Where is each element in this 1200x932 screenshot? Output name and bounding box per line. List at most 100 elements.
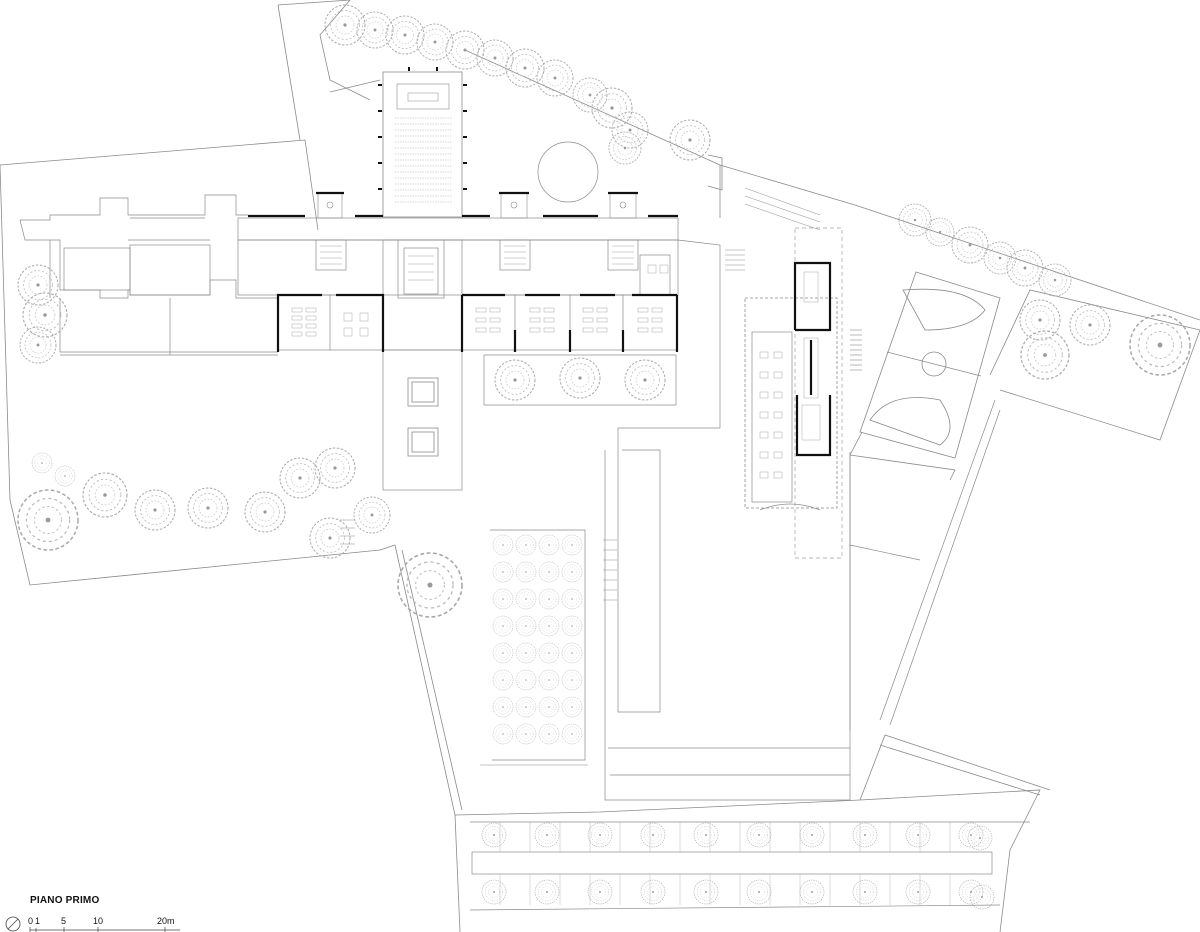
tree-icon (354, 497, 390, 533)
tree-icon (539, 589, 559, 609)
tree-icon (1020, 300, 1060, 340)
drawing-title: PIANO PRIMO (30, 895, 100, 906)
tree-icon (516, 670, 536, 690)
tree-icon (493, 589, 513, 609)
tree-icon (516, 616, 536, 636)
tree-icon (535, 823, 559, 847)
tree-icon (493, 643, 513, 663)
tree-icon (899, 204, 931, 236)
tree-icon (539, 535, 559, 555)
tree-icon (539, 670, 559, 690)
tree-icon (670, 120, 710, 160)
scale-label-10: 10 (93, 916, 104, 926)
tree-icon (446, 31, 484, 69)
tree-icon (18, 265, 58, 305)
tree-icon (23, 293, 67, 337)
tree-icon (32, 453, 52, 473)
tree-icon (83, 473, 127, 517)
tree-icon (18, 490, 78, 550)
tree-icon (641, 823, 665, 847)
tree-icon (573, 78, 607, 112)
tree-icon (562, 643, 582, 663)
tree-icon (562, 724, 582, 744)
scale-label-5: 5 (61, 916, 67, 926)
tree-icon (1007, 250, 1043, 286)
tree-icon (493, 562, 513, 582)
tree-icon (539, 562, 559, 582)
trees (18, 5, 1190, 909)
tree-icon (906, 880, 930, 904)
tree-icon (310, 518, 350, 558)
tree-icon (694, 823, 718, 847)
tree-icon (493, 535, 513, 555)
tree-icon (482, 823, 506, 847)
tree-icon (747, 880, 771, 904)
tree-icon (493, 697, 513, 717)
tree-icon (560, 358, 600, 398)
tree-icon (516, 589, 536, 609)
tree-icon (493, 670, 513, 690)
scale-bar (29, 927, 180, 932)
tree-icon (516, 535, 536, 555)
tree-icon (516, 562, 536, 582)
tree-icon (55, 466, 75, 486)
tree-icon (562, 697, 582, 717)
tree-icon (588, 880, 612, 904)
tree-icon (1130, 315, 1190, 375)
tree-icon (562, 589, 582, 609)
tree-icon (516, 697, 536, 717)
auditorium (378, 67, 599, 218)
scale-label-0: 0 (28, 916, 34, 926)
tree-icon (539, 643, 559, 663)
tree-icon (1070, 305, 1110, 345)
tree-icon (516, 724, 536, 744)
tree-icon (800, 880, 824, 904)
east-path (849, 399, 1001, 730)
tree-icon (477, 40, 513, 76)
tree-icon (906, 823, 930, 847)
tree-icon (315, 448, 355, 488)
tree-icon (539, 724, 559, 744)
tree-icon (592, 88, 632, 128)
existing-west-building (19, 194, 278, 356)
tree-icon (625, 360, 665, 400)
tree-icon (135, 490, 175, 530)
tree-icon (609, 132, 641, 164)
tree-icon (926, 218, 954, 246)
tree-icon (968, 826, 992, 850)
tree-icon (506, 49, 544, 87)
tree-icon (539, 616, 559, 636)
parking-area (469, 821, 1030, 911)
tree-icon (562, 670, 582, 690)
tree-icon (417, 24, 453, 60)
scale-label-1: 1 (35, 916, 41, 926)
tree-icon (20, 327, 56, 363)
tree-icon (952, 227, 988, 263)
orchard (480, 529, 588, 766)
scale-label-20m: 20m (157, 916, 175, 926)
north-arrow-icon (5, 916, 21, 932)
tree-icon (493, 724, 513, 744)
tree-icon (959, 880, 983, 904)
basketball-court (849, 271, 1001, 481)
tree-icon (562, 562, 582, 582)
tree-icon (495, 360, 535, 400)
stairs (340, 187, 821, 601)
tree-icon (984, 242, 1016, 274)
tree-icon (747, 823, 771, 847)
tree-icon (516, 643, 536, 663)
tree-icon (853, 880, 877, 904)
tree-icon (562, 616, 582, 636)
tree-icon (1021, 331, 1069, 379)
gym-building (744, 227, 862, 559)
tree-icon (588, 823, 612, 847)
tree-icon (694, 880, 718, 904)
tree-icon (1039, 264, 1071, 296)
tree-icon (493, 616, 513, 636)
tree-icon (641, 880, 665, 904)
tree-icon (539, 697, 559, 717)
tree-icon (959, 823, 983, 847)
tree-icon (398, 553, 462, 617)
